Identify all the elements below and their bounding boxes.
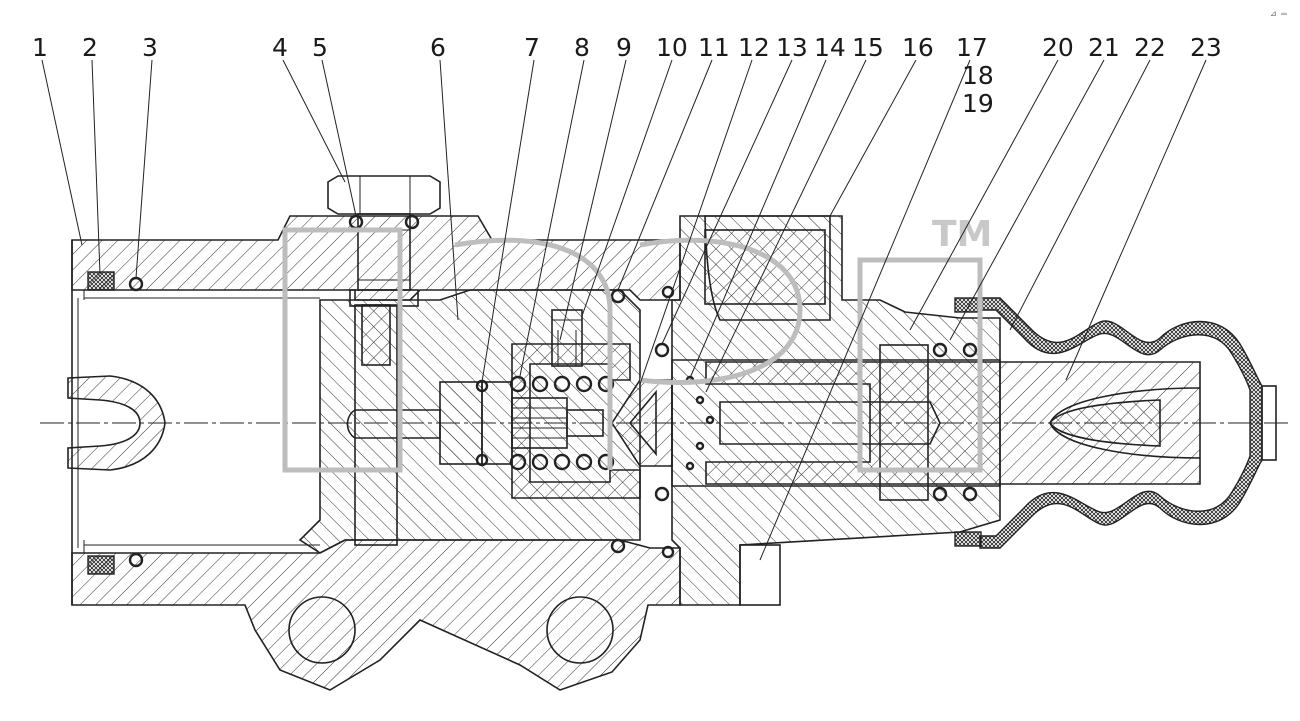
return-spring	[509, 375, 615, 471]
callout-22: 22	[1134, 33, 1166, 62]
callout-17: 17	[956, 33, 988, 62]
dust-boot	[979, 297, 1277, 549]
pushrod-piston	[705, 297, 1201, 547]
callout-23: 23	[1190, 33, 1222, 62]
callout-5: 5	[312, 33, 328, 62]
callout-18: 18	[962, 61, 994, 90]
callout-10: 10	[656, 33, 688, 62]
push-cup	[67, 375, 166, 471]
callout-3: 3	[142, 33, 158, 62]
callout-4: 4	[272, 33, 288, 62]
callout-7: 7	[524, 33, 540, 62]
callout-14: 14	[814, 33, 846, 62]
callout-labels: 1 2 3 4 5 6 7 8 9 10 11 12 13 14 15 16 1…	[32, 33, 1222, 118]
callout-12: 12	[738, 33, 770, 62]
left-seals	[87, 271, 626, 575]
callout-2: 2	[82, 33, 98, 62]
callout-6: 6	[430, 33, 446, 62]
callout-20: 20	[1042, 33, 1074, 62]
callout-19: 19	[962, 89, 994, 118]
callout-1: 1	[32, 33, 48, 62]
right-body	[671, 215, 1001, 606]
callout-21: 21	[1088, 33, 1120, 62]
callout-15: 15	[852, 33, 884, 62]
callout-9: 9	[616, 33, 632, 62]
callout-8: 8	[574, 33, 590, 62]
callout-11: 11	[698, 33, 730, 62]
corner-icon: ⊿ ▭	[1270, 9, 1287, 18]
valve-piston	[439, 309, 641, 499]
callout-13: 13	[776, 33, 808, 62]
leader-lines	[41, 59, 1207, 561]
callout-16: 16	[902, 33, 934, 62]
